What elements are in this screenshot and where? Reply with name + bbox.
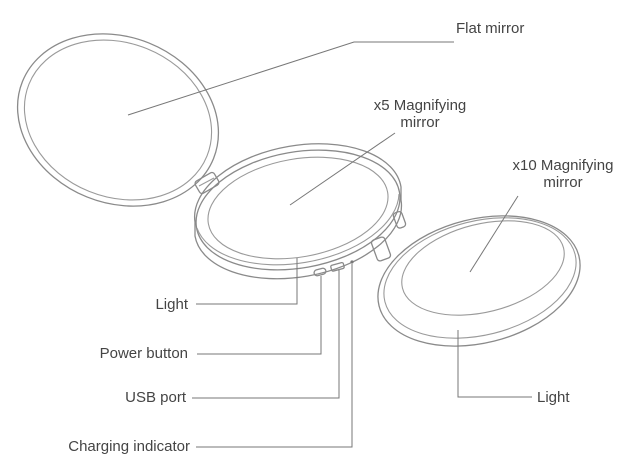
side-hinge	[370, 210, 407, 262]
label-power-button: Power button	[99, 345, 188, 362]
power-button-shape	[313, 267, 327, 277]
label-x10-line2: mirror	[543, 174, 583, 191]
main-body	[193, 143, 403, 280]
leader-power	[197, 276, 322, 355]
leader-light-left	[196, 258, 298, 305]
label-charging-indicator: Charging indicator	[68, 438, 190, 455]
label-usb-port: USB port	[125, 389, 186, 406]
label-light-left: Light	[155, 296, 188, 313]
label-flat-mirror: Flat mirror	[456, 20, 525, 37]
flat-mirror-lid	[16, 33, 220, 207]
x10-mirror	[377, 215, 581, 347]
label-light-right: Light	[537, 389, 570, 406]
label-x5-line2: mirror	[400, 114, 440, 131]
leader-charging	[196, 264, 353, 448]
label-x5-magnifying-mirror: x5 Magnifying mirror	[358, 97, 482, 131]
lid-hinge	[194, 171, 220, 195]
leader-flat-mirror	[127, 41, 454, 116]
charging-led-shape	[350, 260, 354, 264]
leader-light-right	[457, 330, 532, 398]
leader-lines	[127, 41, 532, 448]
usb-port-shape	[330, 261, 345, 272]
label-x10-magnifying-mirror: x10 Magnifying mirror	[500, 157, 626, 191]
leader-x10	[469, 195, 519, 273]
leader-x5	[289, 132, 396, 206]
label-x10-line1: x10 Magnifying	[512, 157, 614, 174]
leader-usb	[192, 270, 340, 399]
label-x5-line1: x5 Magnifying	[373, 97, 467, 114]
